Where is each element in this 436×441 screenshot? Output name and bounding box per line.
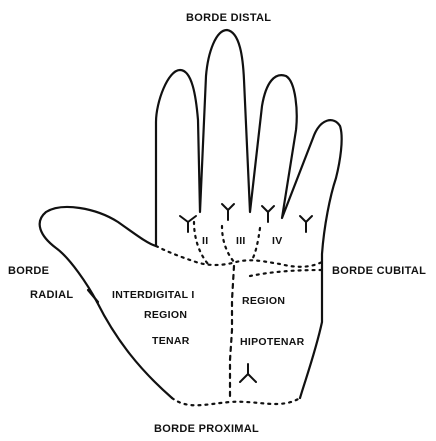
label-borde-distal: BORDE DISTAL [186, 12, 271, 24]
label-region-hipotenar: REGION [242, 295, 285, 307]
triradius-d [300, 216, 312, 232]
triradius-c [262, 206, 274, 222]
label-interdigital-i: INTERDIGITAL I [112, 289, 195, 301]
label-tenar: TENAR [152, 335, 190, 347]
label-area-iii: III [236, 235, 246, 247]
distal-boundary [156, 246, 322, 267]
interdigital-separator-2 [222, 226, 234, 262]
radial-pointer [88, 290, 98, 302]
label-borde-cubital: BORDE CUBITAL [332, 265, 426, 277]
tenar-hipotenar-boundary [230, 266, 234, 400]
label-borde-radial-1: BORDE [8, 265, 49, 277]
triradius-t [240, 364, 256, 382]
label-borde-radial-2: RADIAL [30, 289, 73, 301]
label-hipotenar: HIPOTENAR [240, 336, 305, 348]
interdigital-separator-3 [252, 228, 260, 260]
label-area-ii: II [202, 235, 208, 247]
proximal-border [172, 398, 300, 405]
cubital-boundary [250, 270, 322, 276]
label-region-tenar: REGION [144, 309, 187, 321]
triradius-b [222, 204, 234, 220]
label-area-iv: IV [272, 235, 283, 247]
label-borde-proximal: BORDE PROXIMAL [154, 423, 259, 435]
